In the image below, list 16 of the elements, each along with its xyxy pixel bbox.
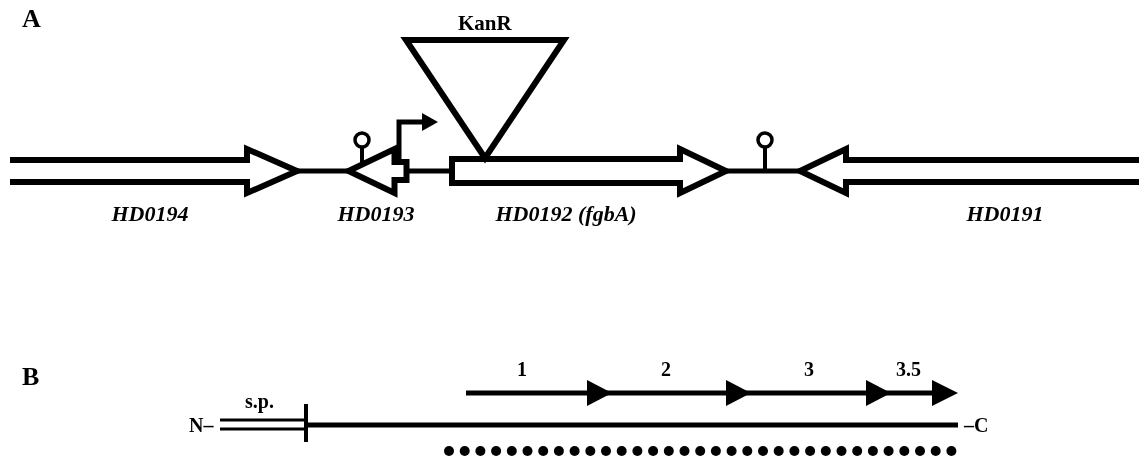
signal-peptide-label: s.p. bbox=[245, 391, 274, 411]
dna-line bbox=[297, 168, 348, 174]
terminus-label: –C bbox=[964, 415, 989, 435]
gene-label: HD0194 bbox=[111, 203, 189, 225]
repeat-number: 3.5 bbox=[896, 359, 921, 379]
panel-label: A bbox=[22, 6, 41, 32]
repeat-number: 3 bbox=[804, 359, 814, 379]
cassette-label: KanR bbox=[458, 13, 512, 34]
gene-label: HD0193 bbox=[337, 203, 415, 225]
dna-line bbox=[726, 168, 800, 174]
panel-label: B bbox=[22, 364, 40, 390]
repeat-number: 1 bbox=[517, 359, 527, 379]
terminus-label: N– bbox=[189, 415, 214, 435]
repeat-number: 2 bbox=[661, 359, 671, 379]
gene-label: HD0191 bbox=[966, 203, 1044, 225]
gene-label: HD0192 (fgbA) bbox=[495, 203, 637, 225]
